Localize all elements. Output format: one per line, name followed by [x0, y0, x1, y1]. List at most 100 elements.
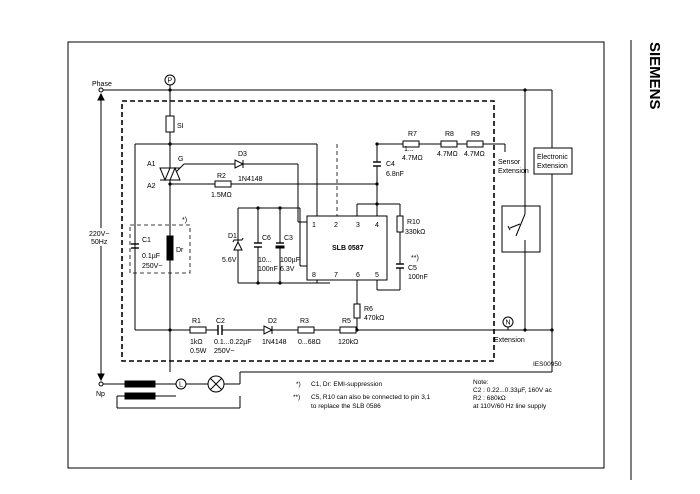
svg-text:R5: R5: [342, 318, 351, 325]
svg-text:0...68Ω: 0...68Ω: [298, 339, 321, 346]
svg-text:C2 : 0.22...0.33µF, 160V ac: C2 : 0.22...0.33µF, 160V ac: [473, 387, 553, 394]
svg-text:D2: D2: [268, 318, 277, 325]
svg-text:P: P: [168, 78, 173, 85]
svg-text:250V~: 250V~: [142, 263, 162, 270]
triac-icon: [159, 166, 181, 184]
svg-text:0.1µF: 0.1µF: [142, 253, 160, 260]
svg-text:7: 7: [334, 272, 338, 279]
mains-voltage: 220V~: [89, 231, 109, 238]
svg-text:A2: A2: [147, 183, 156, 190]
svg-text:4.7MΩ: 4.7MΩ: [402, 155, 423, 162]
svg-text:470kΩ: 470kΩ: [364, 315, 384, 322]
extension-switch: [501, 205, 541, 253]
svg-text:R6: R6: [364, 306, 373, 313]
svg-text:C1: C1: [142, 237, 151, 244]
svg-text:Electronic: Electronic: [537, 154, 568, 161]
svg-text:C6: C6: [262, 235, 271, 242]
svg-text:1kΩ: 1kΩ: [190, 339, 203, 346]
svg-text:8: 8: [312, 272, 316, 279]
svg-text:to replace the SLB 0586: to replace the SLB 0586: [311, 403, 381, 410]
svg-text:4.7MΩ: 4.7MΩ: [464, 151, 485, 158]
svg-text:R3: R3: [300, 318, 309, 325]
svg-text:SI: SI: [177, 123, 184, 130]
svg-text:**): **): [411, 255, 419, 262]
diode-d3: [234, 159, 245, 169]
resistor-r5: [339, 326, 357, 334]
np-label: Np: [96, 391, 105, 398]
svg-text:1.5MΩ: 1.5MΩ: [211, 192, 232, 199]
fuse-si: [165, 115, 175, 133]
brand-logo: SIEMENS: [646, 42, 663, 110]
svg-text:120kΩ: 120kΩ: [338, 339, 358, 346]
resistor-r3: [297, 326, 315, 334]
svg-text:D1: D1: [228, 233, 237, 240]
svg-text:5.6V: 5.6V: [222, 257, 237, 264]
svg-text:D3: D3: [238, 151, 247, 158]
phase-label: Phase: [92, 81, 112, 88]
svg-text:R8: R8: [445, 131, 454, 138]
resistor-r1: [189, 326, 207, 334]
svg-text:100µF: 100µF: [280, 257, 300, 264]
emi-suppression-box: [129, 224, 191, 274]
svg-text:R1: R1: [192, 318, 201, 325]
ic-slb0587: [306, 215, 388, 281]
resistor-r2: [214, 180, 232, 188]
svg-text:100nF: 100nF: [258, 266, 278, 273]
electronic-extension-box: [533, 147, 573, 175]
svg-text:C2: C2: [216, 318, 225, 325]
resistor-r6: [353, 303, 361, 319]
svg-text:C5: C5: [408, 265, 417, 272]
svg-text:at 110V/60 Hz line supply: at 110V/60 Hz line supply: [473, 403, 547, 410]
choke-dr: [166, 235, 174, 261]
svg-text:*): *): [182, 217, 187, 224]
svg-text:R2 : 680kΩ: R2 : 680kΩ: [473, 395, 506, 402]
svg-text:R2: R2: [217, 173, 226, 180]
ic-name: SLB 0587: [332, 245, 364, 252]
svg-text:Extension: Extension: [498, 168, 529, 175]
svg-text:Dr: Dr: [176, 247, 184, 254]
svg-text:5: 5: [375, 272, 379, 279]
svg-text:C3: C3: [284, 235, 293, 242]
svg-text:*): *): [296, 381, 301, 388]
svg-text:100nF: 100nF: [408, 274, 428, 281]
svg-text:R9: R9: [471, 131, 480, 138]
mains-freq: 50Hz: [91, 239, 108, 246]
svg-text:C5, R10 can also be connected: C5, R10 can also be connected to pin 3,1: [311, 394, 431, 401]
zener-d1: [232, 237, 244, 251]
svg-text:Sensor: Sensor: [498, 159, 521, 166]
svg-text:10...: 10...: [258, 257, 272, 264]
svg-text:6: 6: [356, 272, 360, 279]
resistor-r10: [396, 215, 404, 233]
svg-text:6.8nF: 6.8nF: [386, 171, 404, 178]
module-boundary: [121, 100, 495, 362]
svg-text:250V~: 250V~: [214, 348, 234, 355]
svg-text:L: L: [179, 382, 183, 389]
svg-text:C1, Dr: EMI-suppression: C1, Dr: EMI-suppression: [311, 381, 383, 388]
svg-text:G: G: [178, 156, 183, 163]
svg-text:2: 2: [334, 222, 338, 229]
svg-text:3: 3: [356, 222, 360, 229]
svg-text:6.3V: 6.3V: [280, 266, 295, 273]
svg-text:A1: A1: [147, 161, 156, 168]
svg-text:C4: C4: [386, 161, 395, 168]
svg-text:Note:: Note:: [473, 379, 489, 386]
svg-text:1: 1: [312, 222, 316, 229]
diode-d2: [263, 325, 274, 335]
resistor-r9: [466, 140, 484, 148]
svg-text:Extension: Extension: [494, 337, 525, 344]
svg-text:Extension: Extension: [537, 163, 568, 170]
svg-text:R10: R10: [407, 219, 420, 226]
svg-text:0.1...0.22µF: 0.1...0.22µF: [214, 339, 252, 346]
svg-text:N: N: [506, 320, 511, 327]
svg-text:IES00950: IES00950: [533, 361, 562, 368]
svg-text:R7: R7: [408, 131, 417, 138]
svg-text:330kΩ: 330kΩ: [405, 229, 425, 236]
svg-text:1N4148: 1N4148: [262, 339, 287, 346]
svg-text:**): **): [293, 394, 300, 401]
svg-text:4.7MΩ: 4.7MΩ: [437, 151, 458, 158]
svg-text:1...: 1...: [404, 146, 414, 153]
svg-text:1N4148: 1N4148: [238, 176, 263, 183]
resistor-r8: [440, 140, 458, 148]
svg-text:0.5W: 0.5W: [190, 348, 207, 355]
